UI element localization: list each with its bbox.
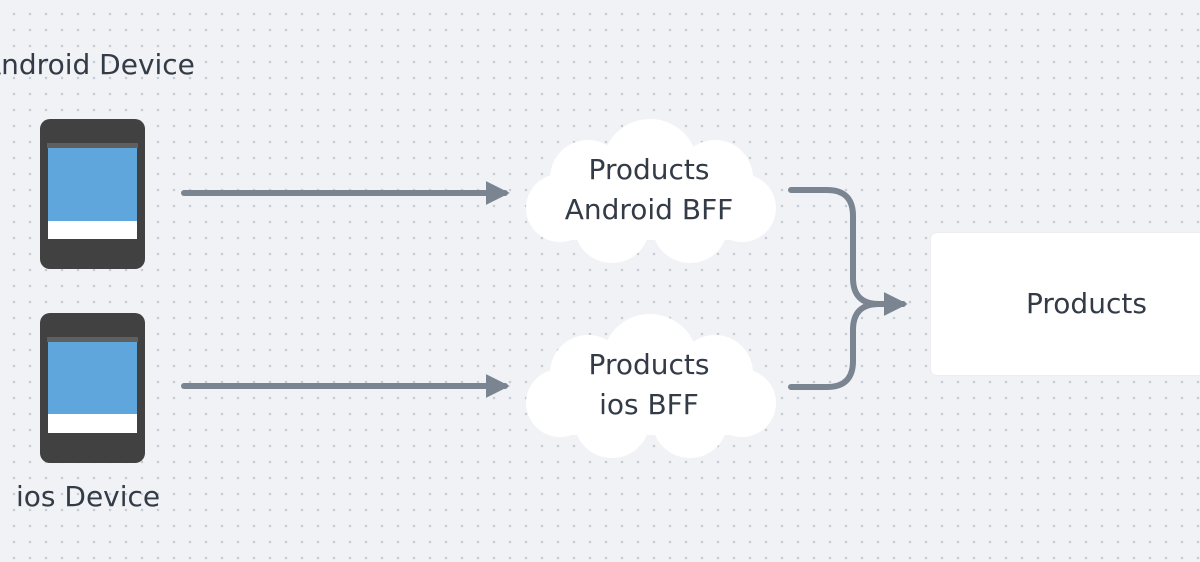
ios-phone-icon [40, 313, 145, 463]
android-bff-label: Products Android BFF [519, 150, 779, 230]
android-device-label: Android Device [0, 48, 195, 81]
ios-bff-label-line2: ios BFF [599, 388, 699, 421]
android-bff-label-line1: Products [588, 153, 710, 186]
ios-bff-cloud-icon [526, 314, 776, 458]
ios-bff-label: Products ios BFF [519, 345, 779, 425]
android-bff-label-line2: Android BFF [564, 193, 734, 226]
android-bff-to-service-connector [788, 187, 906, 307]
products-service-label: Products [1026, 287, 1147, 320]
android-phone-icon [40, 119, 145, 269]
android-bff-cloud-icon [526, 119, 776, 263]
ios-bff-label-line1: Products [588, 348, 710, 381]
ios-device-label: ios Device [16, 480, 161, 513]
ios-bff-to-service-connector [788, 292, 908, 390]
products-service-box [931, 233, 1200, 375]
